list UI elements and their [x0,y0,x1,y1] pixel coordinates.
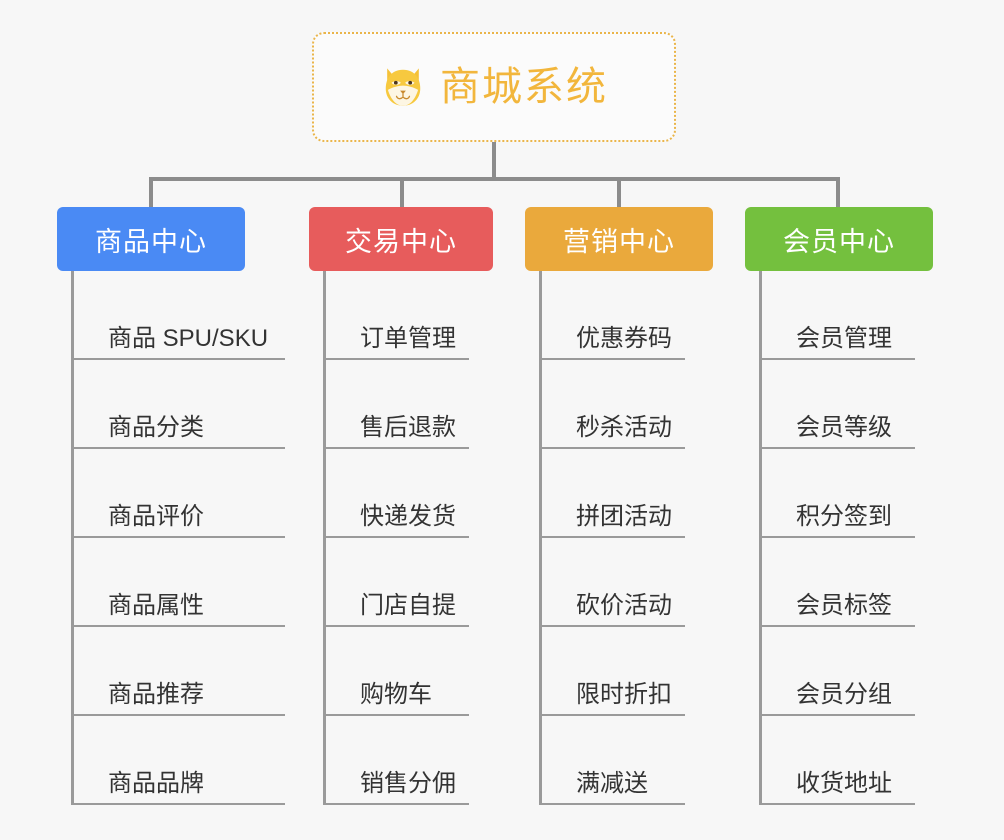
connector-bus [149,177,839,181]
leaf-label: 满减送 [576,769,648,797]
leaf-label: 秒杀活动 [576,413,672,441]
leaf-list-product-center: 商品 SPU/SKU 商品分类 商品评价 商品属性 商品推荐 商品品牌 [71,271,285,805]
leaf-label: 商品 SPU/SKU [108,324,269,352]
leaf-item[interactable]: 售后退款 [326,360,469,449]
leaf-item[interactable]: 商品 SPU/SKU [74,271,285,360]
leaf-item[interactable]: 商品品牌 [74,716,285,805]
connector-drop-2 [400,177,404,207]
root-node[interactable]: 商城系统 [312,32,676,142]
connector-drop-1 [149,177,153,207]
leaf-item[interactable]: 满减送 [542,716,685,805]
leaf-label: 商品分类 [108,413,204,441]
leaf-list-member-center: 会员管理 会员等级 积分签到 会员标签 会员分组 收货地址 [759,271,933,805]
leaf-label: 购物车 [360,680,432,708]
leaf-label: 优惠券码 [576,324,672,352]
branch-product-center: 商品中心 商品 SPU/SKU 商品分类 商品评价 商品属性 商品推荐 商品品牌 [57,207,285,805]
leaf-label: 拼团活动 [576,502,672,530]
leaf-item[interactable]: 购物车 [326,627,469,716]
leaf-label: 收货地址 [796,769,892,797]
connector-drop-4 [836,177,840,207]
leaf-item[interactable]: 会员等级 [762,360,915,449]
leaf-item[interactable]: 收货地址 [762,716,915,805]
leaf-label: 门店自提 [360,591,456,619]
leaf-label: 快递发货 [360,502,456,530]
leaf-label: 商品推荐 [108,680,204,708]
leaf-item[interactable]: 会员分组 [762,627,915,716]
connector-trunk [492,142,496,180]
leaf-item[interactable]: 商品推荐 [74,627,285,716]
leaf-item[interactable]: 优惠券码 [542,271,685,360]
branch-header-marketing-center[interactable]: 营销中心 [525,207,713,271]
leaf-label: 订单管理 [360,324,456,352]
leaf-item[interactable]: 订单管理 [326,271,469,360]
leaf-item[interactable]: 门店自提 [326,538,469,627]
root-title: 商城系统 [440,65,608,109]
leaf-item[interactable]: 秒杀活动 [542,360,685,449]
leaf-list-marketing-center: 优惠券码 秒杀活动 拼团活动 砍价活动 限时折扣 满减送 [539,271,713,805]
leaf-label: 商品评价 [108,502,204,530]
leaf-label: 砍价活动 [576,591,672,619]
leaf-item[interactable]: 会员管理 [762,271,915,360]
branch-header-member-center[interactable]: 会员中心 [745,207,933,271]
branch-member-center: 会员中心 会员管理 会员等级 积分签到 会员标签 会员分组 收货地址 [745,207,933,805]
leaf-label: 销售分佣 [360,769,456,797]
leaf-item[interactable]: 商品属性 [74,538,285,627]
leaf-item[interactable]: 限时折扣 [542,627,685,716]
leaf-label: 积分签到 [796,502,892,530]
branch-header-trade-center[interactable]: 交易中心 [309,207,493,271]
leaf-label: 限时折扣 [576,680,672,708]
shiba-dog-icon [385,68,421,106]
leaf-item[interactable]: 商品评价 [74,449,285,538]
leaf-label: 商品属性 [108,591,204,619]
branch-header-product-center[interactable]: 商品中心 [57,207,245,271]
leaf-label: 会员管理 [796,324,892,352]
branch-trade-center: 交易中心 订单管理 售后退款 快递发货 门店自提 购物车 销售分佣 [309,207,493,805]
leaf-label: 商品品牌 [108,769,204,797]
leaf-label: 会员等级 [796,413,892,441]
leaf-label: 会员分组 [796,680,892,708]
leaf-label: 售后退款 [360,413,456,441]
leaf-list-trade-center: 订单管理 售后退款 快递发货 门店自提 购物车 销售分佣 [323,271,493,805]
branch-marketing-center: 营销中心 优惠券码 秒杀活动 拼团活动 砍价活动 限时折扣 满减送 [525,207,713,805]
leaf-item[interactable]: 积分签到 [762,449,915,538]
leaf-label: 会员标签 [796,591,892,619]
leaf-item[interactable]: 销售分佣 [326,716,469,805]
leaf-item[interactable]: 快递发货 [326,449,469,538]
leaf-item[interactable]: 会员标签 [762,538,915,627]
connector-drop-3 [617,177,621,207]
leaf-item[interactable]: 商品分类 [74,360,285,449]
leaf-item[interactable]: 砍价活动 [542,538,685,627]
leaf-item[interactable]: 拼团活动 [542,449,685,538]
